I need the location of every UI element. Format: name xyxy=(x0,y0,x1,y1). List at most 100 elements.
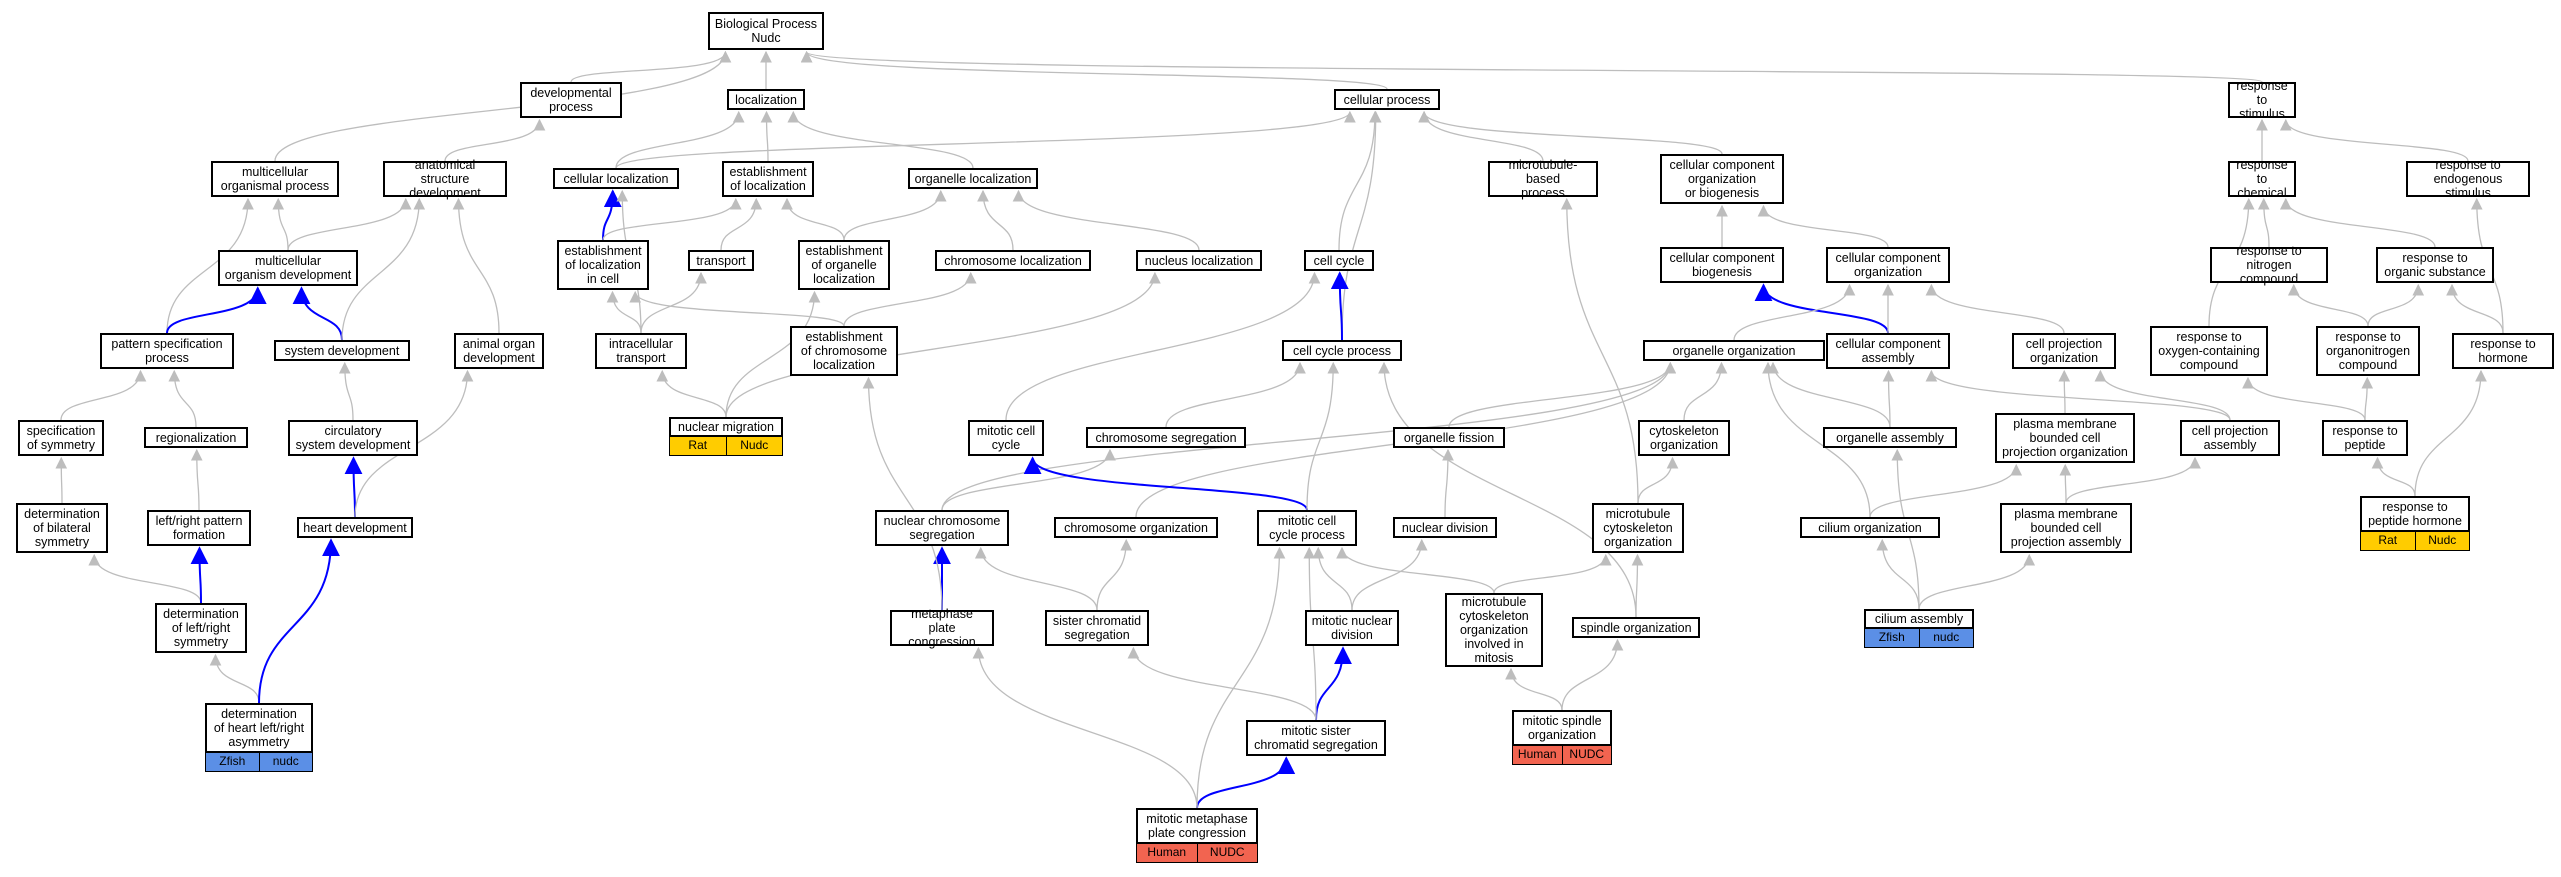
go-term-node[interactable]: pattern specification process xyxy=(100,333,234,369)
go-term-node[interactable]: cellular component assembly xyxy=(1826,333,1950,369)
go-term-node[interactable]: response to peptide hormone xyxy=(2360,496,2470,532)
go-term-node[interactable]: left/right pattern formation xyxy=(147,510,251,546)
go-term-node[interactable]: cilium organization xyxy=(1800,517,1940,538)
go-term-node[interactable]: multicellular organism development xyxy=(218,250,358,286)
go-term-node[interactable]: localization xyxy=(727,89,805,110)
go-term-node[interactable]: establishment of chromosome localization xyxy=(790,326,898,376)
is-a-edge xyxy=(1767,361,1891,428)
is-a-edge xyxy=(787,110,974,169)
go-term-node[interactable]: response to peptide xyxy=(2322,420,2408,456)
go-term-node[interactable]: metaphase plate congression xyxy=(890,607,994,649)
go-term-label: response to peptide xyxy=(2332,424,2398,452)
is-a-edge xyxy=(1338,110,1381,251)
species-label: Zfish xyxy=(219,754,246,768)
go-term-node[interactable]: sister chromatid segregation xyxy=(1045,610,1149,646)
go-term-label: response to nitrogen compound xyxy=(2236,244,2302,286)
is-a-edge xyxy=(1096,538,1133,611)
is-a-edge xyxy=(1493,553,1612,594)
go-term-node[interactable]: mitotic cell cycle process xyxy=(1257,510,1357,546)
go-term-node[interactable]: mitotic cell cycle xyxy=(968,420,1044,456)
go-term-node[interactable]: determination of left/right symmetry xyxy=(155,603,247,653)
go-term-node[interactable]: nuclear migration xyxy=(669,417,783,437)
gene-label: Nudc xyxy=(725,437,783,455)
go-term-label: regionalization xyxy=(155,430,237,445)
go-term-node[interactable]: chromosome organization xyxy=(1054,517,1218,538)
species-label: Zfish xyxy=(1878,630,1905,644)
go-term-node[interactable]: nuclear chromosome segregation xyxy=(875,510,1009,546)
go-term-node[interactable]: microtubule cytoskeleton organization xyxy=(1592,503,1684,553)
go-term-node[interactable]: mitotic nuclear division xyxy=(1305,610,1399,646)
go-term-node[interactable]: organelle organization xyxy=(1643,340,1825,361)
go-term-label: left/right pattern formation xyxy=(155,514,243,542)
go-term-node[interactable]: cell projection assembly xyxy=(2180,420,2280,456)
go-term-node[interactable]: response to oxygen-containing compound xyxy=(2150,326,2268,376)
go-term-node[interactable]: response to hormone xyxy=(2452,333,2554,369)
go-term-node[interactable]: determination of heart left/right asymme… xyxy=(205,703,313,753)
go-term-node[interactable]: spindle organization xyxy=(1572,617,1700,638)
go-term-node[interactable]: cellular component biogenesis xyxy=(1660,247,1784,283)
go-term-node[interactable]: organelle assembly xyxy=(1823,427,1957,448)
go-term-node[interactable]: cellular process xyxy=(1334,89,1440,110)
go-term-node[interactable]: mitotic sister chromatid segregation xyxy=(1246,720,1386,756)
go-term-node[interactable]: establishment of localization in cell xyxy=(557,240,649,290)
is-a-edge xyxy=(190,448,203,511)
go-term-node[interactable]: microtubule cytoskeleton organization in… xyxy=(1445,593,1543,667)
is-a-edge xyxy=(274,50,732,162)
go-term-node[interactable]: organelle fission xyxy=(1393,427,1505,448)
go-term-node[interactable]: multicellular organismal process xyxy=(211,161,339,197)
is-a-edge xyxy=(444,118,546,162)
go-term-node[interactable]: response to organonitrogen compound xyxy=(2316,326,2420,376)
go-term-node[interactable]: specification of symmetry xyxy=(18,420,104,456)
go-term-label: establishment of organelle localization xyxy=(805,244,883,286)
is-a-edge xyxy=(656,369,727,418)
go-term-node[interactable]: heart development xyxy=(297,517,413,538)
is-a-edge xyxy=(341,197,426,341)
is-a-edge xyxy=(2094,369,2231,421)
go-term-node[interactable]: transport xyxy=(688,250,754,271)
is-a-edge xyxy=(2361,376,2374,421)
species-label: Human xyxy=(1517,747,1557,761)
go-term-node[interactable]: cytoskeleton organization xyxy=(1638,420,1730,456)
go-term-node[interactable]: cellular component organization or bioge… xyxy=(1660,154,1784,204)
go-term-node[interactable]: circulatory system development xyxy=(288,420,418,456)
go-term-label: cell cycle xyxy=(1313,253,1365,268)
go-term-node[interactable]: response to stimulus xyxy=(2228,79,2296,121)
go-term-node[interactable]: cellular localization xyxy=(553,168,679,189)
go-term-node[interactable]: cell cycle process xyxy=(1282,340,1402,361)
go-term-node[interactable]: regionalization xyxy=(144,427,248,448)
is-a-edge xyxy=(272,197,289,251)
go-term-node[interactable]: cell projection organization xyxy=(2012,333,2116,369)
species-annotation-badge: Rat Nudc xyxy=(669,436,783,456)
go-term-node[interactable]: chromosome segregation xyxy=(1086,427,1246,448)
go-term-node[interactable]: nuclear division xyxy=(1393,517,1497,538)
go-term-node[interactable]: response to organic substance xyxy=(2376,247,2494,283)
go-term-node[interactable]: response to endogenous stimulus xyxy=(2406,158,2530,200)
go-term-node[interactable]: plasma membrane bounded cell projection … xyxy=(2000,503,2132,553)
go-term-node[interactable]: establishment of localization xyxy=(722,161,814,197)
go-term-node[interactable]: response to nitrogen compound xyxy=(2210,244,2328,286)
go-term-node[interactable]: mitotic spindle organization xyxy=(1512,710,1612,746)
go-term-node[interactable]: intracellular transport xyxy=(595,333,687,369)
go-term-node[interactable]: determination of bilateral symmetry xyxy=(16,503,108,553)
go-term-node[interactable]: anatomical structure development xyxy=(383,158,507,200)
go-term-node[interactable]: animal organ development xyxy=(454,333,544,369)
go-term-node[interactable]: mitotic metaphase plate congression xyxy=(1136,808,1258,844)
go-term-node[interactable]: nucleus localization xyxy=(1136,250,1262,271)
go-term-node[interactable]: Biological Process Nudc xyxy=(708,12,824,50)
species-label: Rat xyxy=(688,438,708,452)
go-term-node[interactable]: system development xyxy=(274,340,410,361)
go-term-label: organelle fission xyxy=(1403,430,1495,445)
go-term-node[interactable]: cellular component organization xyxy=(1826,247,1950,283)
go-term-node[interactable]: developmental process xyxy=(520,82,622,118)
go-term-node[interactable]: chromosome localization xyxy=(935,250,1091,271)
go-term-node[interactable]: response to chemical xyxy=(2228,158,2296,200)
gene-label: NUDC xyxy=(1196,844,1258,862)
go-term-node[interactable]: organelle localization xyxy=(908,168,1038,189)
go-term-node[interactable]: microtubule-based process xyxy=(1488,158,1598,200)
go-term-node[interactable]: plasma membrane bounded cell projection … xyxy=(1995,413,2135,463)
go-term-node[interactable]: cilium assembly xyxy=(1864,609,1974,629)
go-term-node[interactable]: cell cycle xyxy=(1304,250,1374,271)
go-term-node[interactable]: establishment of organelle localization xyxy=(798,240,890,290)
